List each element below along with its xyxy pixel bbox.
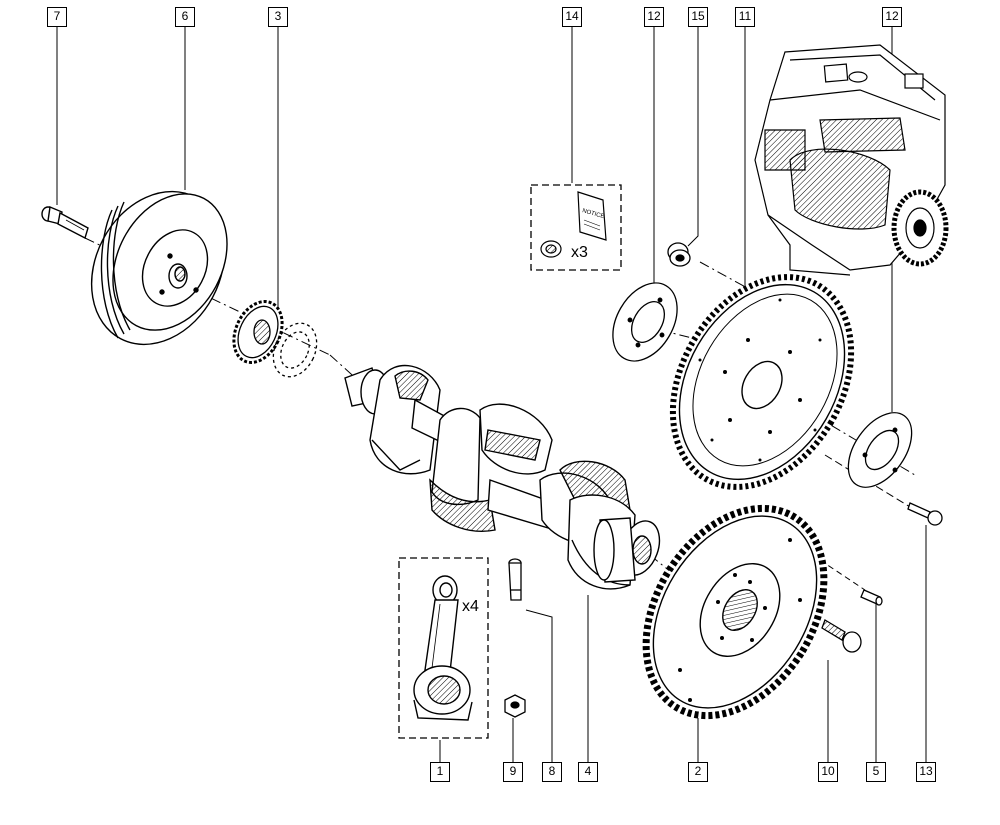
bolt-part-13 (907, 502, 943, 526)
bolt-part-10 (821, 619, 862, 653)
engine-block-illustration (754, 44, 949, 276)
callout-8: 8 (542, 762, 562, 782)
callout-9: 9 (503, 762, 523, 782)
sprocket-part-3 (232, 300, 318, 378)
flywheel-part-11 (669, 274, 855, 490)
callout-10: 10 (818, 762, 838, 782)
callout-14: 14 (562, 7, 582, 27)
callout-15: 15 (688, 7, 708, 27)
shim-plate-part-12-right (847, 412, 913, 488)
callout-4: 4 (578, 762, 598, 782)
flywheel-part-2 (642, 504, 828, 720)
callout-13: 13 (916, 762, 936, 782)
rod-bolt-part-8 (508, 558, 522, 601)
callout-6: 6 (175, 7, 195, 27)
pilot-bush-part-15 (667, 242, 691, 267)
quantity-bearing-kit: x3 (571, 244, 588, 261)
leader-lines (56, 27, 927, 762)
shim-plate-part-12-left (612, 282, 678, 362)
crankshaft-part-4 (344, 364, 661, 590)
bolt-part-7 (41, 206, 89, 240)
callout-7: 7 (47, 7, 67, 27)
bearing-kit-part-14: NOTICE (530, 184, 622, 271)
callout-5: 5 (866, 762, 886, 782)
callout-3: 3 (268, 7, 288, 27)
dowel-pin-part-5 (860, 589, 883, 606)
callout-1: 1 (430, 762, 450, 782)
connecting-rod-part-1 (398, 557, 489, 739)
callout-12-left: 12 (644, 7, 664, 27)
nut-part-9 (504, 694, 526, 718)
callout-11: 11 (735, 7, 755, 27)
pulley-part-6 (90, 190, 228, 346)
callout-2: 2 (688, 762, 708, 782)
callout-12-right: 12 (882, 7, 902, 27)
quantity-connecting-rod: x4 (462, 598, 479, 615)
